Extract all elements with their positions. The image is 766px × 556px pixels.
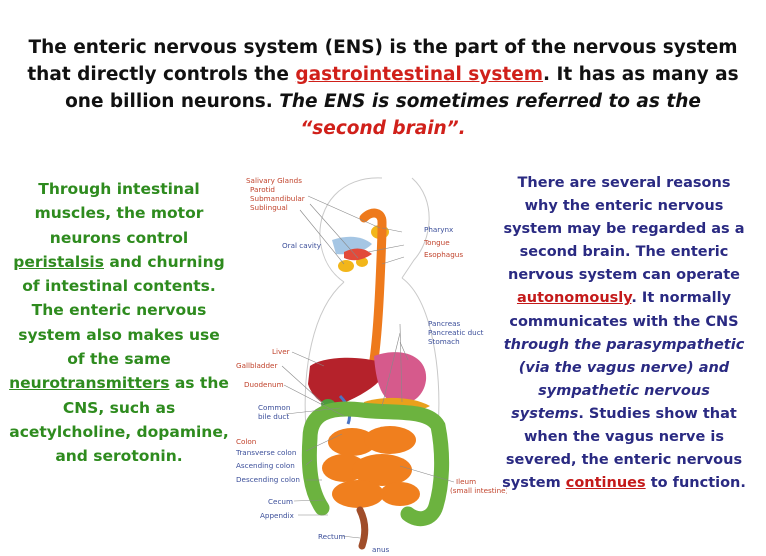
label-pancreas: Pancreas: [428, 319, 461, 328]
neurotransmitters-link[interactable]: neurotransmitters: [9, 374, 170, 393]
label-common-bile-duct-2: bile duct: [258, 412, 289, 421]
heading-paragraph: The enteric nervous system (ENS) is the …: [20, 34, 746, 142]
peristalsis-link[interactable]: peristalsis: [13, 252, 104, 271]
small-intestine: [322, 426, 420, 508]
label-small-intestine: (small intestine): [450, 486, 507, 495]
left-text-3: as the CNS, such as acetylcholine, dopam…: [9, 374, 229, 466]
right-italic-text: through the parasympathetic (via the vag…: [503, 336, 745, 422]
right-column-text: There are several reasons why the enteri…: [502, 172, 746, 495]
label-cecum: Cecum: [268, 497, 293, 506]
label-ileum: Ileum: [456, 477, 476, 486]
label-duodenum: Duodenum: [244, 380, 284, 389]
label-liver: Liver: [272, 347, 290, 356]
label-rectum: Rectum: [318, 532, 345, 541]
label-colon: Colon: [236, 437, 256, 446]
right-text-3: . Studies show that when the vagus nerve…: [502, 405, 743, 492]
body-outline: [304, 177, 440, 431]
label-submandibular: Submandibular: [250, 194, 305, 203]
right-text-4: to function.: [645, 475, 746, 492]
digestive-system-diagram: Salivary Glands Parotid Submandibular Su…: [235, 176, 507, 554]
label-ascending-colon: Ascending colon: [236, 461, 295, 470]
label-appendix: Appendix: [260, 511, 295, 520]
colon: [301, 401, 450, 527]
tongue: [344, 248, 372, 261]
label-oral-cavity: Oral cavity: [282, 241, 322, 250]
label-parotid: Parotid: [250, 185, 275, 194]
left-text-2: and churning of intestinal contents. The…: [18, 252, 225, 369]
right-text-1: There are several reasons why the enteri…: [503, 175, 745, 284]
label-transverse-colon: Transverse colon: [235, 448, 296, 457]
leader-lines: [281, 195, 455, 539]
label-stomach: Stomach: [428, 337, 460, 346]
label-salivary-glands: Salivary Glands: [246, 176, 302, 185]
continues-link[interactable]: continues: [565, 475, 646, 492]
heading-text-2: . It has as many as one billion neurons.: [65, 64, 739, 112]
gastrointestinal-system-link[interactable]: gastrointestinal system: [295, 64, 544, 85]
esophagus: [359, 208, 387, 365]
second-brain-quote: “second brain”.: [300, 118, 466, 139]
liver: [308, 357, 390, 407]
heading-italic-text: The ENS is sometimes referred to as the: [279, 91, 701, 112]
autonomously-link[interactable]: autonomously: [516, 290, 632, 307]
label-tongue: Tongue: [423, 238, 450, 247]
label-gallbladder: Gallbladder: [236, 361, 277, 370]
label-esophagus: Esophagus: [424, 250, 463, 259]
label-common-bile-duct: Common: [258, 403, 290, 412]
left-column-text: Through intestinal muscles, the motor ne…: [8, 177, 230, 469]
right-text-2: . It normally communicates with the CNS: [509, 290, 739, 330]
label-sublingual: Sublingual: [250, 203, 288, 212]
label-anus: anus: [372, 545, 390, 554]
diagram-labels: Salivary Glands Parotid Submandibular Su…: [235, 176, 507, 554]
stomach: [374, 352, 427, 404]
left-text-1: Through intestinal muscles, the motor ne…: [34, 180, 204, 247]
label-descending-colon: Descending colon: [236, 475, 300, 484]
heading-text-1: The enteric nervous system (ENS) is the …: [27, 37, 738, 85]
rectum: [356, 506, 369, 550]
label-pharynx: Pharynx: [424, 225, 454, 234]
label-pancreatic-duct: Pancreatic duct: [428, 328, 484, 337]
